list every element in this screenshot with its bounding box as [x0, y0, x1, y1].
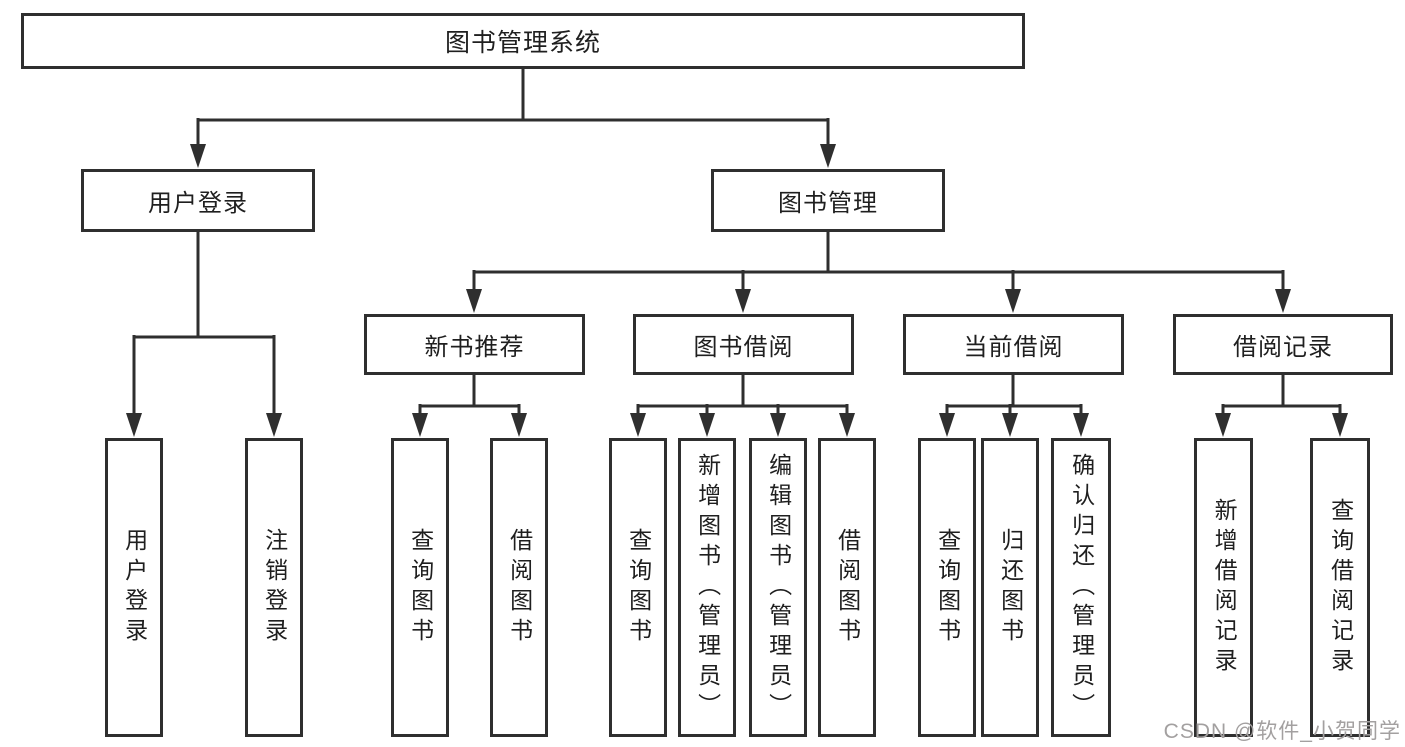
leaf-borrow-book: 借阅图书 [818, 438, 876, 737]
arrowhead [1215, 413, 1231, 437]
node-book-borrow: 图书借阅 [633, 314, 854, 375]
leaf-logout-label: 注销登录 [261, 527, 288, 648]
leaf-edit-book-admin: 编辑图书（管理员） [749, 438, 807, 737]
leaf-query-borrow-record: 查询借阅记录 [1310, 438, 1370, 737]
leaf-borrow-book-recommend: 借阅图书 [490, 438, 548, 737]
arrowhead [630, 413, 646, 437]
arrowhead [511, 413, 527, 437]
leaf-confirm-return-admin: 确认归还（管理员） [1051, 438, 1111, 737]
node-borrow-record-label: 借阅记录 [1233, 334, 1333, 361]
node-root-label: 图书管理系统 [444, 29, 601, 57]
arrowhead [1073, 413, 1089, 437]
arrowhead [1332, 413, 1348, 437]
arrowhead [1005, 289, 1021, 313]
node-book-management: 图书管理 [711, 169, 945, 232]
connector-book-borrow [636, 375, 849, 415]
arrowhead [1275, 289, 1291, 313]
leaf-add-book-admin-label: 新增图书（管理员） [694, 452, 721, 723]
leaf-add-borrow-record-label: 新增借阅记录 [1211, 497, 1238, 678]
arrowhead [1002, 413, 1018, 437]
leaf-user-login-label: 用户登录 [121, 527, 148, 648]
leaf-add-borrow-record: 新增借阅记录 [1194, 438, 1253, 737]
connector-borrow-record [1221, 375, 1342, 415]
node-new-book-recommend-label: 新书推荐 [424, 334, 525, 361]
leaf-borrow-book-recommend-label: 借阅图书 [506, 527, 533, 648]
leaf-query-book-borrow: 查询图书 [609, 438, 667, 737]
leaf-logout: 注销登录 [245, 438, 303, 737]
arrowhead [699, 413, 715, 437]
leaf-query-book-recommend-label: 查询图书 [407, 527, 434, 648]
node-borrow-record: 借阅记录 [1173, 314, 1393, 375]
arrowhead [839, 413, 855, 437]
connector-current-borrow [945, 375, 1083, 415]
connector-root [196, 69, 830, 147]
leaf-return-book-label: 归还图书 [997, 527, 1024, 648]
leaf-query-book-borrow-label: 查询图书 [625, 527, 652, 648]
connector-new-book [418, 375, 521, 415]
leaf-query-book-current: 查询图书 [918, 438, 976, 737]
arrowhead [126, 413, 142, 437]
arrowhead [735, 289, 751, 313]
leaf-return-book: 归还图书 [981, 438, 1039, 737]
leaf-edit-book-admin-label: 编辑图书（管理员） [765, 452, 792, 723]
node-current-borrow-label: 当前借阅 [963, 334, 1064, 361]
connector-user-login [132, 232, 276, 416]
connector-book-mgmt [472, 232, 1285, 292]
leaf-add-book-admin: 新增图书（管理员） [678, 438, 736, 737]
leaf-query-book-current-label: 查询图书 [934, 527, 961, 648]
leaf-query-borrow-record-label: 查询借阅记录 [1327, 497, 1354, 678]
leaf-borrow-book-label: 借阅图书 [834, 527, 861, 648]
arrowhead [412, 413, 428, 437]
arrowhead [939, 413, 955, 437]
node-book-management-label: 图书管理 [778, 190, 878, 217]
node-new-book-recommend: 新书推荐 [364, 314, 585, 375]
node-current-borrow: 当前借阅 [903, 314, 1124, 375]
leaf-confirm-return-admin-label: 确认归还（管理员） [1068, 452, 1095, 723]
arrowhead [266, 413, 282, 437]
leaf-query-book-recommend: 查询图书 [391, 438, 449, 737]
arrowhead [190, 144, 206, 168]
node-root: 图书管理系统 [21, 13, 1025, 69]
arrowhead [466, 289, 482, 313]
node-user-login: 用户登录 [81, 169, 315, 232]
leaf-user-login: 用户登录 [105, 438, 163, 737]
watermark: CSDN @软件_小贺同学 [1163, 720, 1401, 743]
arrowhead [770, 413, 786, 437]
node-book-borrow-label: 图书借阅 [693, 334, 794, 361]
arrowhead [820, 144, 836, 168]
node-user-login-label: 用户登录 [148, 190, 248, 217]
